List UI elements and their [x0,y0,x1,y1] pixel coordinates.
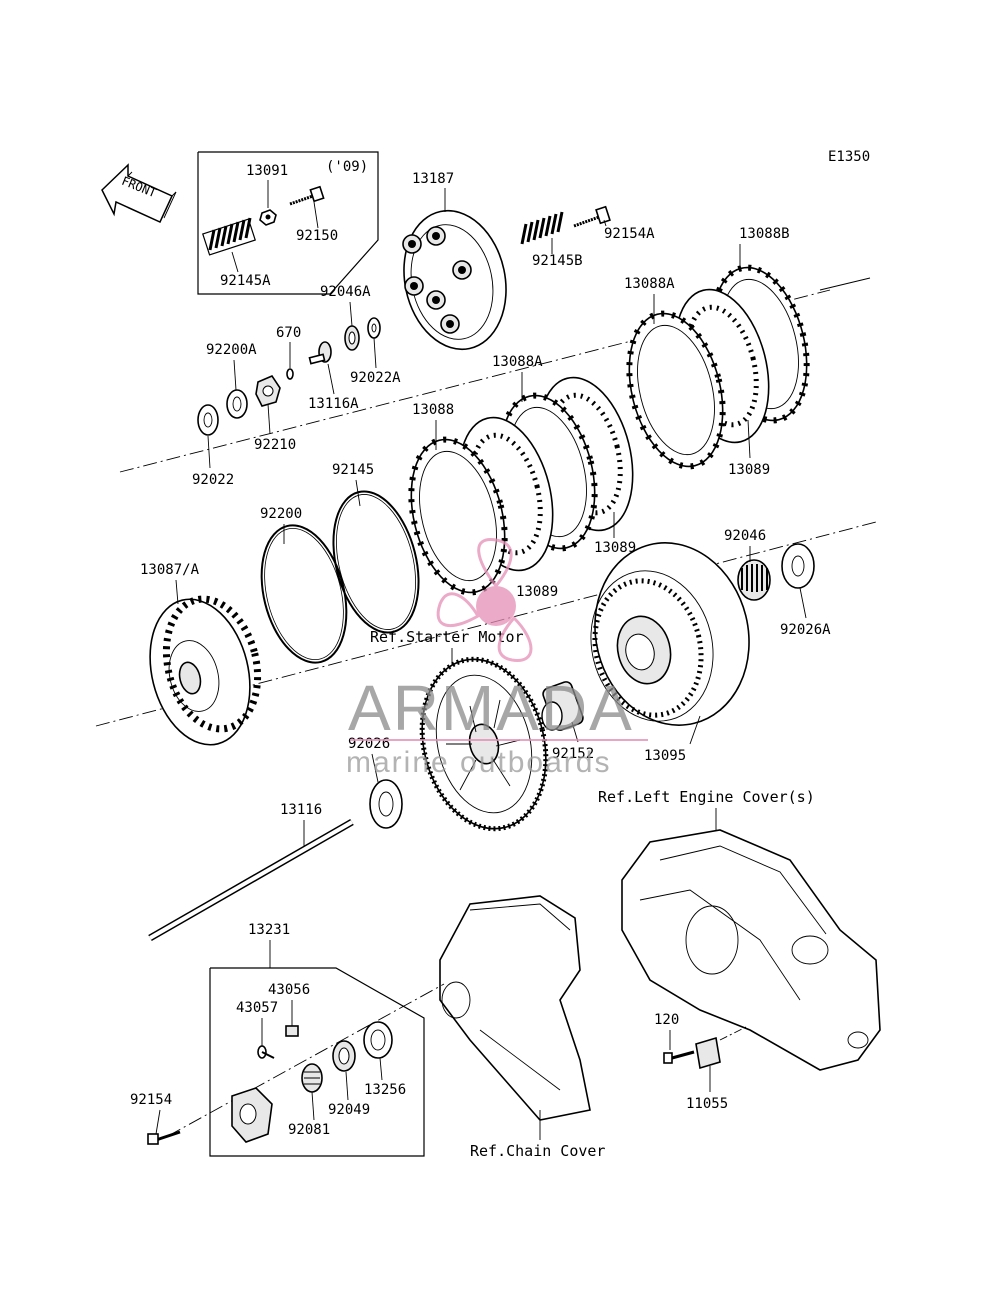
label-13088B: 13088B [739,226,790,242]
part-chain-cover-icon [439,895,591,1121]
label-13089-mid: 13089 [594,540,636,556]
label-92145: 92145 [332,462,374,478]
label-13231: 13231 [248,922,290,938]
part-43057-icon [257,1045,275,1059]
part-92145-icon [332,490,420,634]
label-13089-low: 13089 [516,584,558,600]
label-13116A: 13116A [308,396,359,412]
label-92049: 92049 [328,1102,370,1118]
label-13256: 13256 [364,1082,406,1098]
part-92150-icon [289,185,325,206]
part-92152-icon [541,681,584,731]
label-92152: 92152 [552,746,594,762]
label-92150: 92150 [296,228,338,244]
label-13095: 13095 [644,748,686,764]
label-92022: 92022 [192,472,234,488]
diagram-code: E1350 [828,149,870,165]
label-120: 120 [654,1012,679,1028]
part-13116A-icon [308,341,332,365]
watermark-tagline: marine outboards [346,746,611,779]
label-13089-right: 13089 [728,462,770,478]
part-92022A-icon [367,317,381,339]
part-13116-icon [148,818,354,942]
part-left-engine-cover-icon [621,829,881,1071]
label-11055: 11055 [686,1096,728,1112]
ref-chain-cover: Ref.Chain Cover [470,1142,605,1160]
label-13088A-mid: 13088A [492,354,543,370]
inset-box-13231 [209,967,425,1157]
part-92154A-icon [573,205,611,228]
part-13095-icon [590,542,750,726]
label-43056: 43056 [268,982,310,998]
label-92145B: 92145B [532,253,583,269]
label-92154: 92154 [130,1092,172,1108]
watermark-logo-icon [436,538,533,662]
part-120-icon [663,1050,695,1064]
part-670-icon [286,368,294,380]
label-13187: 13187 [412,171,454,187]
label-43057: 43057 [236,1000,278,1016]
part-92154-icon [147,1130,181,1145]
part-43056-icon [285,1025,299,1037]
year-note: ('09) [326,159,368,175]
part-13256-icon [363,1021,393,1059]
label-92210: 92210 [254,437,296,453]
part-13088-icon [408,436,508,596]
label-92200A: 92200A [206,342,257,358]
label-13116: 13116 [280,802,322,818]
label-92081: 92081 [288,1122,330,1138]
label-92026A: 92026A [780,622,831,638]
label-92154A: 92154A [604,226,655,242]
part-11055-icon [695,1036,721,1070]
front-arrow-icon: FRONT [101,163,177,223]
label-92200: 92200 [260,506,302,522]
part-92049-icon [332,1040,356,1072]
label-13088: 13088 [412,402,454,418]
label-92022A: 92022A [350,370,401,386]
part-92145A-icon [202,217,256,256]
part-13091-icon [259,209,277,226]
part-92046-icon [737,559,771,601]
label-92046: 92046 [724,528,766,544]
label-13091: 13091 [246,163,288,179]
label-13087A: 13087/A [140,562,200,578]
label-92145A: 92145A [220,273,271,289]
label-92046A: 92046A [320,284,371,300]
part-13087A-icon [149,595,262,746]
part-92210-icon [255,375,281,407]
part-92022-icon [197,404,219,436]
inset-box-09 [197,151,379,295]
ref-left-engine-cover: Ref.Left Engine Cover(s) [598,788,815,806]
part-92046A-icon [344,325,360,351]
part-92145B-icon [520,211,564,245]
part-92200-icon [260,524,348,664]
label-670: 670 [276,325,301,341]
label-13088A-top: 13088A [624,276,675,292]
part-92081-icon [301,1063,323,1093]
watermark-brand: ARMADA [348,672,634,744]
part-13187-icon [402,209,507,351]
part-92026A-icon [781,543,815,589]
part-92200A-icon [226,389,248,419]
part-slave-cylinder-icon [231,1087,273,1143]
part-92026-icon [369,779,403,829]
ref-starter-motor: Ref.Starter Motor [370,628,524,646]
part-13088A-top-icon [626,310,726,470]
